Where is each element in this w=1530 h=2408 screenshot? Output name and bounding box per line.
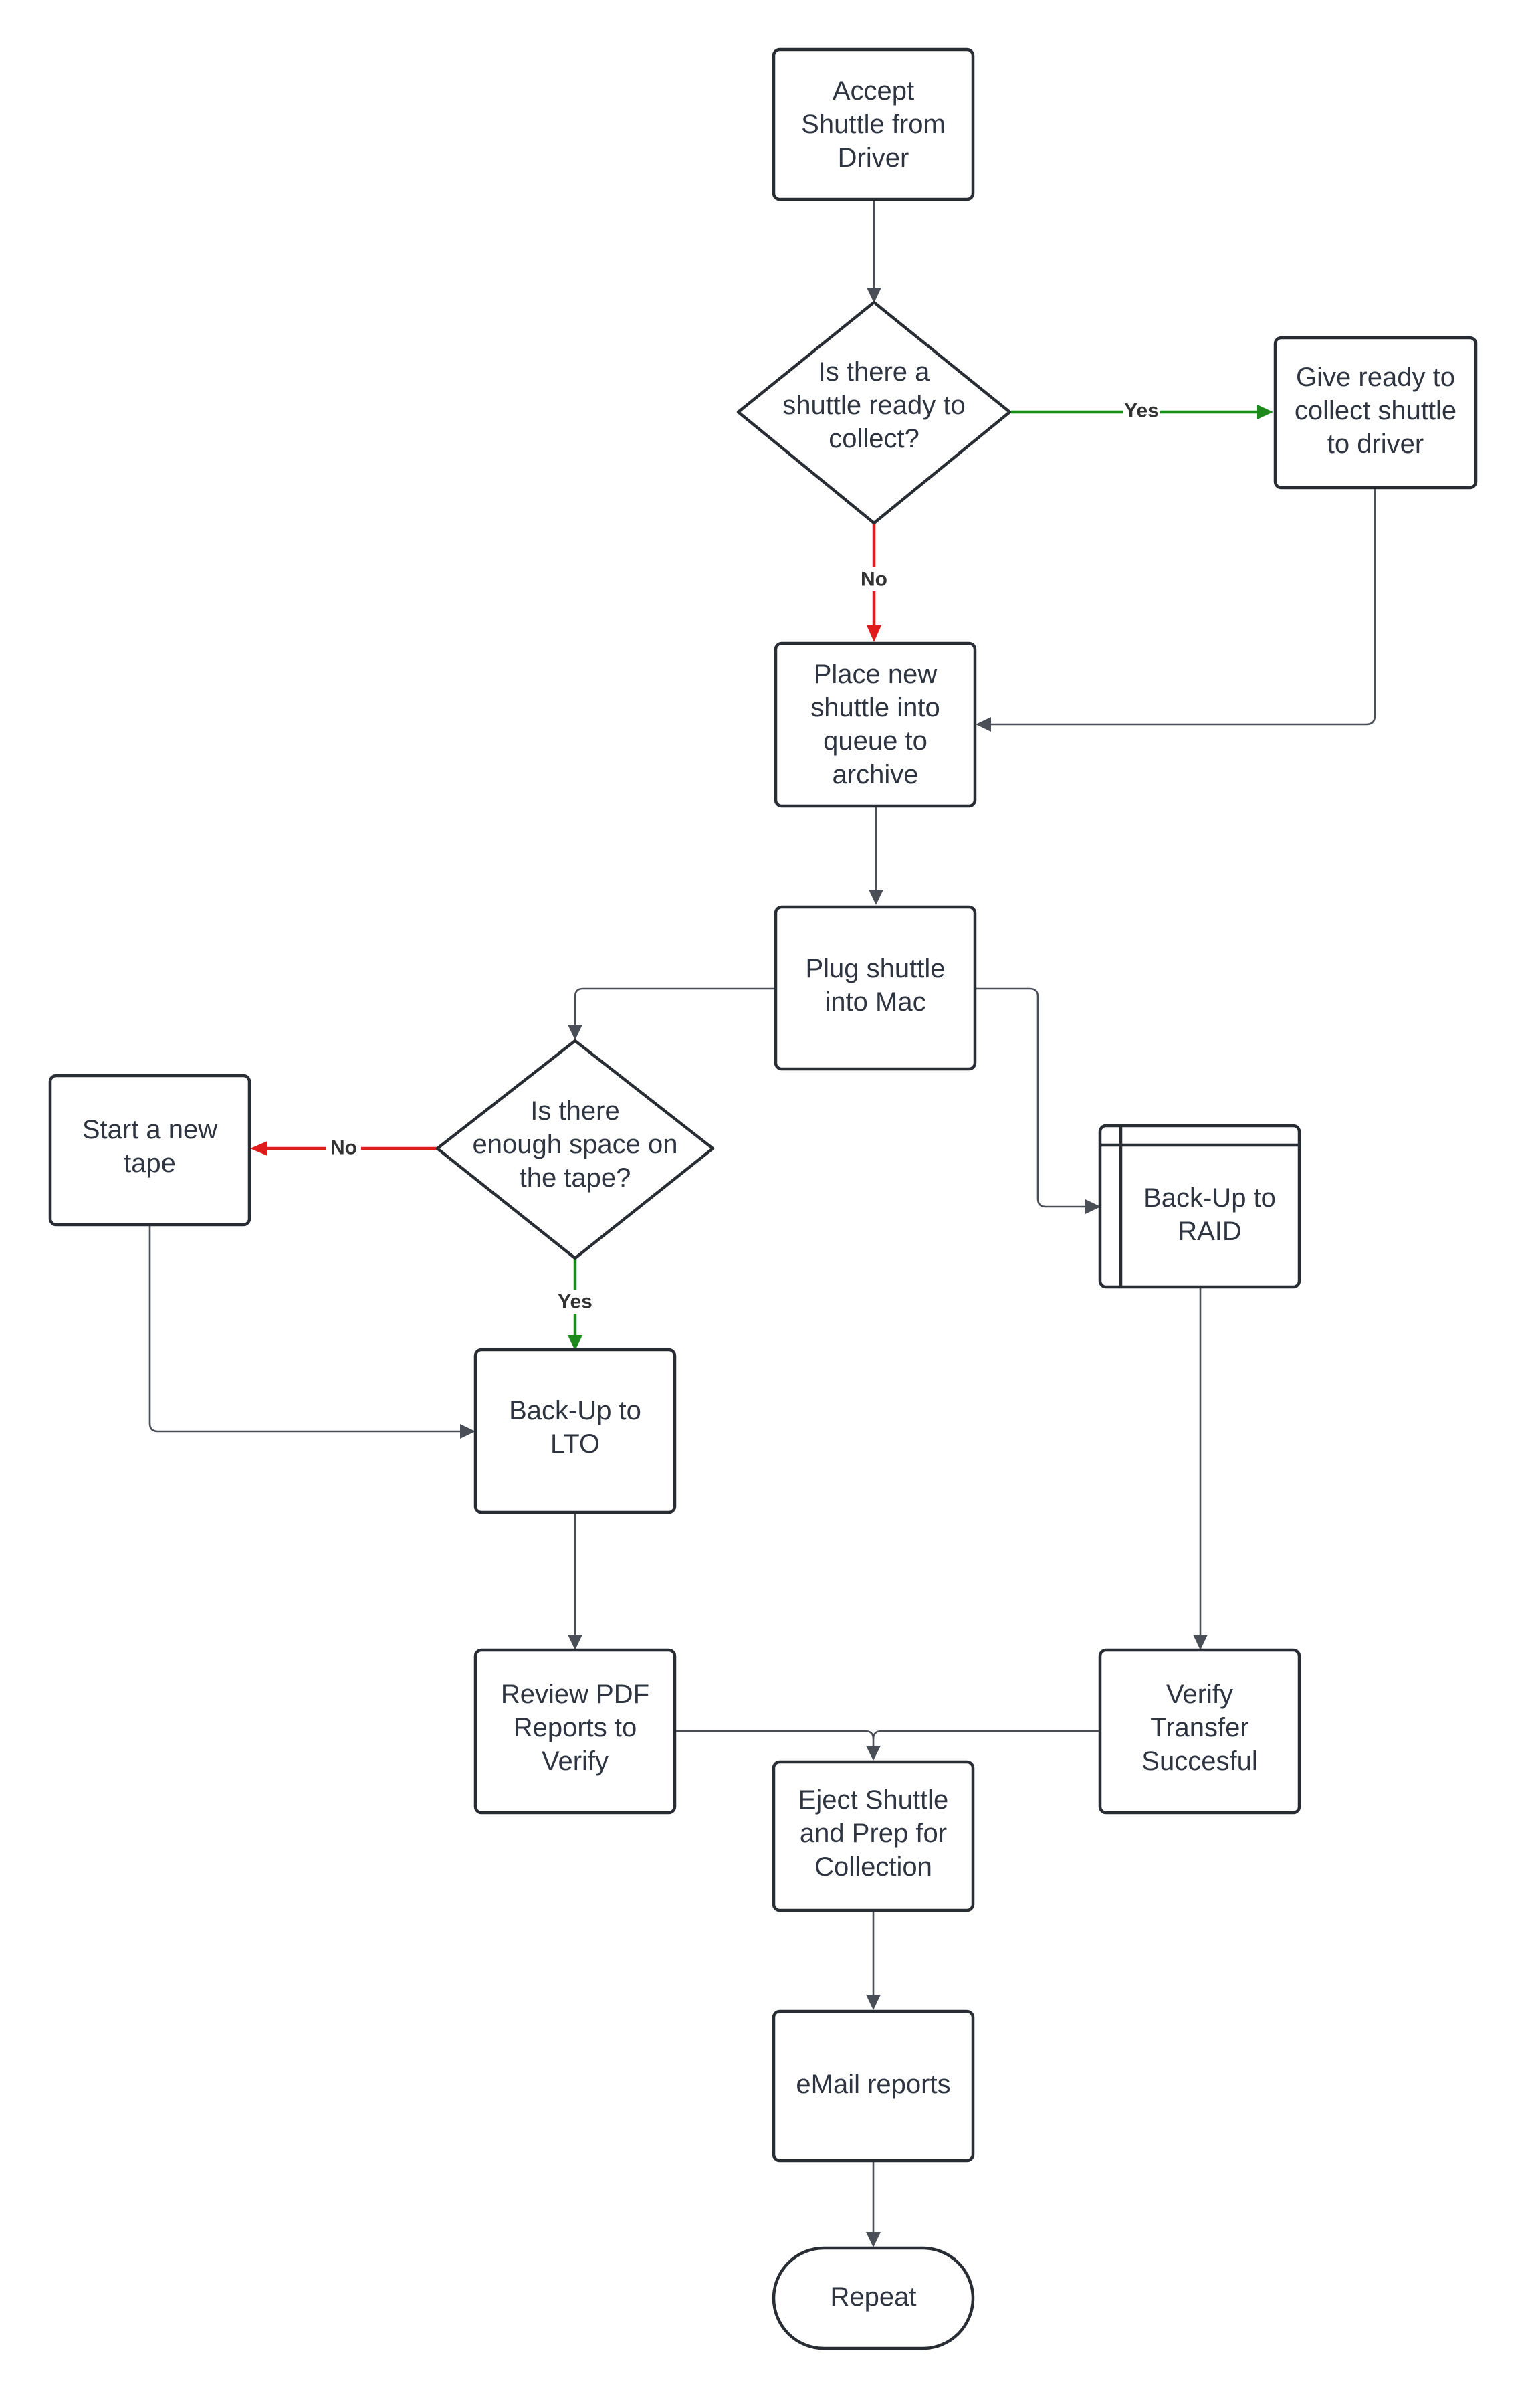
node-label-line: and Prep for xyxy=(800,1819,947,1848)
node-label: Start a new tape xyxy=(82,1115,217,1178)
node-label-line: the tape? xyxy=(520,1163,631,1193)
arrowhead xyxy=(866,1746,881,1761)
node-label-line: Verify xyxy=(1166,1680,1233,1709)
node-label-line: Plug shuttle xyxy=(805,954,945,983)
node-label-line: Is there xyxy=(530,1096,619,1126)
node-email-reports[interactable]: eMail reports xyxy=(772,2009,975,2163)
arrowhead xyxy=(867,625,881,642)
node-label: Back-Up to LTO xyxy=(509,1396,641,1459)
node-label-line: enough space on xyxy=(473,1130,678,1159)
node-start-new-tape[interactable]: Start a new tape xyxy=(48,1074,251,1227)
node-label-line: Shuttle from xyxy=(801,110,946,139)
node-label: Repeat xyxy=(831,2282,917,2312)
arrowhead xyxy=(976,717,991,732)
node-give-ready-to-collect[interactable]: Give ready to collect shuttle to driver xyxy=(1273,336,1478,490)
node-label-line: queue to xyxy=(823,726,927,756)
node-label: Is there enough space on the tape? xyxy=(473,1096,678,1193)
edges-layer: Yes No No Yes xyxy=(148,201,1376,2247)
arrowhead xyxy=(869,890,883,905)
node-label-line: archive xyxy=(833,760,919,789)
node-label: eMail reports xyxy=(796,2070,950,2099)
node-label-line: Succesful xyxy=(1141,1746,1257,1776)
node-label-line: Start a new xyxy=(82,1115,217,1144)
node-plug-shuttle-into-mac[interactable]: Plug shuttle into Mac xyxy=(774,905,977,1071)
node-label-line: Transfer xyxy=(1150,1713,1248,1742)
node-label-line: RAID xyxy=(1178,1217,1242,1246)
node-label: Plug shuttle into Mac xyxy=(805,954,945,1017)
edge-start-tape-to-backup-lto xyxy=(148,1224,461,1433)
node-label-line: Place new xyxy=(814,660,938,689)
edge-label-yes: Yes xyxy=(558,1291,592,1313)
node-label-line: Is there a xyxy=(818,357,931,387)
node-label: Back-Up to RAID xyxy=(1143,1183,1276,1246)
arrowhead xyxy=(1085,1199,1101,1214)
edge-plug-to-backup-raid xyxy=(976,987,1087,1208)
node-label: Place new shuttle into queue to archive xyxy=(810,660,940,789)
arrowhead xyxy=(867,288,881,303)
node-label-line: eMail reports xyxy=(796,2070,950,2099)
arrowhead xyxy=(250,1141,267,1156)
node-label-line: Review PDF xyxy=(501,1680,649,1709)
node-label-line: Repeat xyxy=(831,2282,917,2312)
terminal-repeat[interactable]: Repeat xyxy=(772,2246,975,2350)
decision-enough-space-on-tape[interactable]: Is there enough space on the tape? xyxy=(435,1039,715,1260)
node-label-line: Eject Shuttle xyxy=(798,1785,949,1815)
edge-plug-to-decision-space xyxy=(574,987,774,1027)
edge-label-no: No xyxy=(330,1137,357,1159)
node-label-line: tape xyxy=(124,1148,176,1178)
node-back-up-to-lto[interactable]: Back-Up to LTO xyxy=(473,1348,677,1514)
node-label-line: LTO xyxy=(550,1429,600,1459)
node-label-line: Back-Up to xyxy=(1143,1183,1276,1213)
edge-give-ready-to-place-new xyxy=(991,488,1376,726)
arrowhead xyxy=(568,1335,582,1351)
node-review-pdf-reports[interactable]: Review PDF Reports to Verify xyxy=(473,1648,677,1815)
node-label-line: collect shuttle xyxy=(1295,396,1456,425)
node-label-line: Collection xyxy=(814,1852,932,1882)
node-label-line: collect? xyxy=(829,424,919,454)
node-label: Review PDF Reports to Verify xyxy=(501,1680,649,1776)
node-label-line: to driver xyxy=(1327,429,1424,459)
arrowhead xyxy=(568,1635,582,1650)
arrowhead xyxy=(568,1025,582,1040)
arrowhead xyxy=(866,1995,881,2010)
node-label: Is there a shuttle ready to collect? xyxy=(782,357,966,454)
node-label-line: Accept xyxy=(833,76,914,106)
edge-label-yes: Yes xyxy=(1124,400,1159,422)
node-label-line: Give ready to xyxy=(1296,363,1455,392)
edge-review-pdf-to-eject xyxy=(675,1730,875,1749)
arrowhead xyxy=(866,2232,881,2247)
edge-label-no: No xyxy=(861,569,887,591)
decision-shuttle-ready-to-collect[interactable]: Is there a shuttle ready to collect? xyxy=(736,300,1012,525)
node-label: Give ready to collect shuttle to driver xyxy=(1295,363,1456,459)
arrowhead xyxy=(1257,405,1273,419)
arrowhead xyxy=(460,1424,475,1439)
node-label-line: Driver xyxy=(838,143,909,173)
arrowhead xyxy=(1193,1635,1208,1650)
node-label-line: shuttle into xyxy=(810,693,940,722)
edge-verify-to-eject xyxy=(872,1730,1099,1740)
node-back-up-to-raid[interactable]: Back-Up to RAID xyxy=(1098,1124,1301,1289)
node-place-new-shuttle[interactable]: Place new shuttle into queue to archive xyxy=(774,641,977,808)
node-label-line: into Mac xyxy=(825,987,925,1017)
node-label-line: Reports to xyxy=(514,1713,637,1742)
node-label-line: shuttle ready to xyxy=(782,391,966,420)
node-label-line: Verify xyxy=(542,1746,609,1776)
node-label-line: Back-Up to xyxy=(509,1396,641,1425)
